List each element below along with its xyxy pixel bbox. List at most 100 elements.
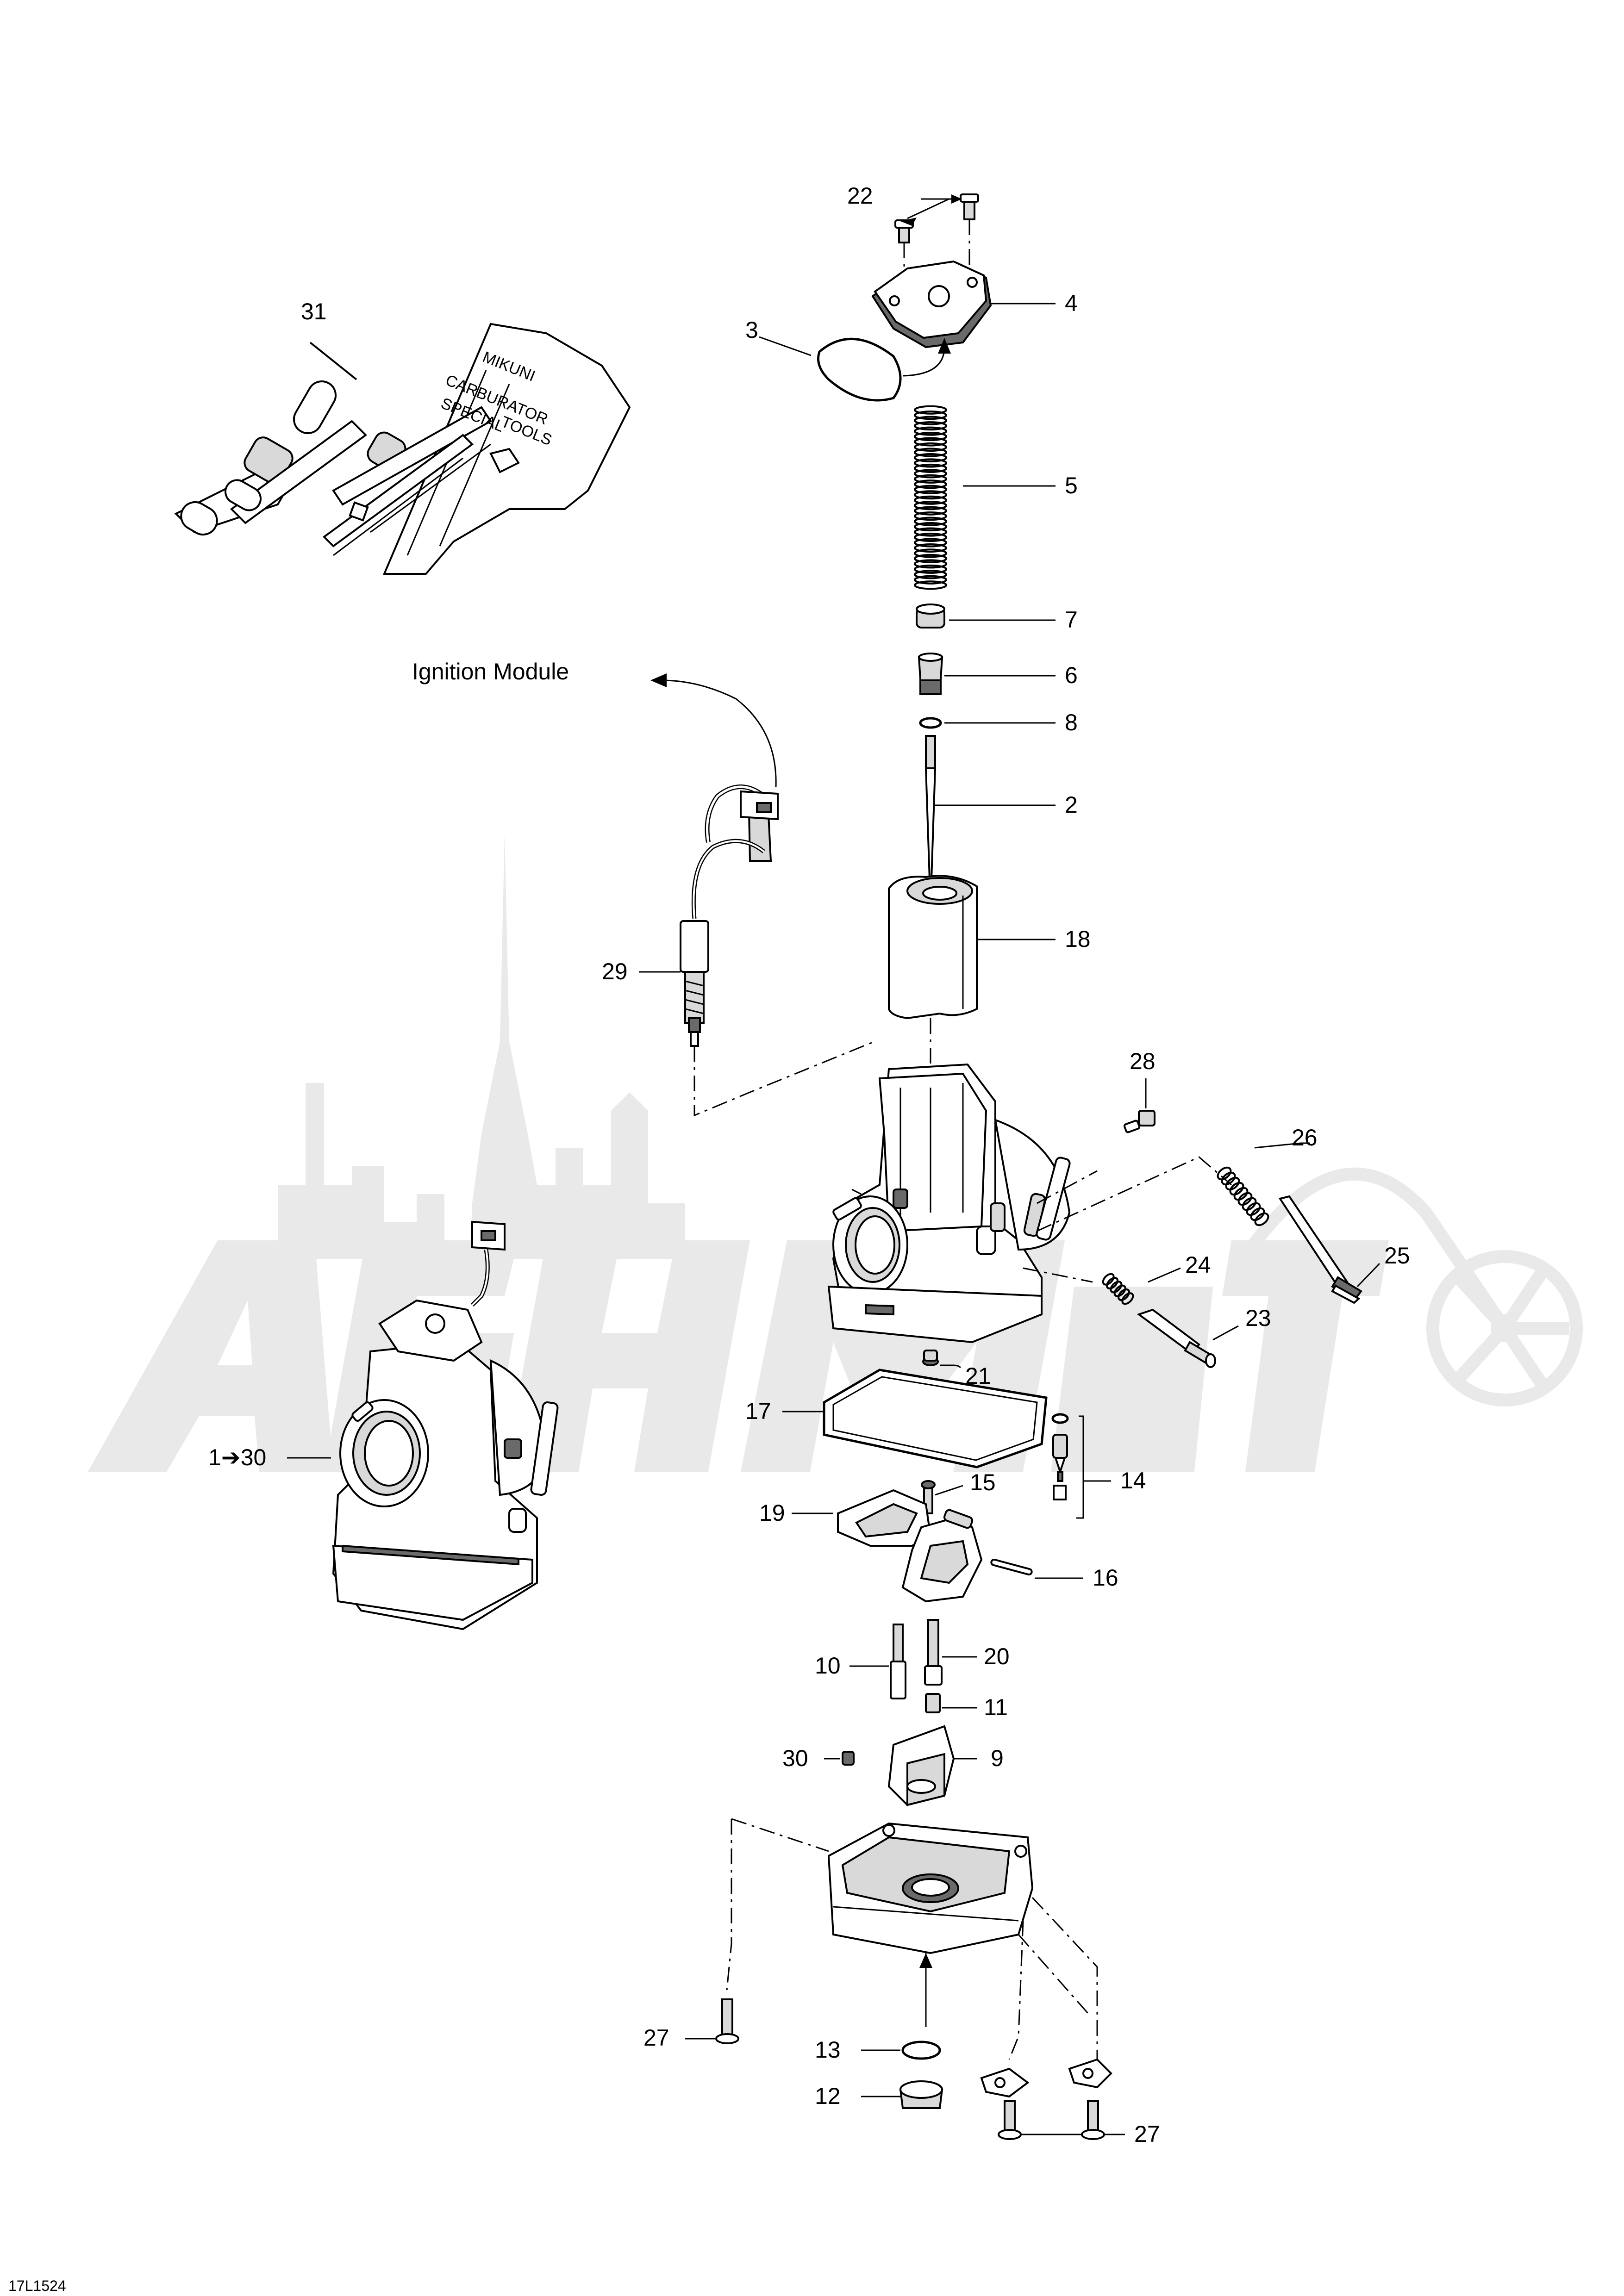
spring-coil	[1102, 1273, 1115, 1286]
spring-coil	[1217, 1166, 1232, 1181]
spring-coil	[1221, 1171, 1236, 1186]
ignition-module-label: Ignition Module	[412, 659, 569, 684]
spring-coil	[914, 543, 947, 553]
spring-coil	[914, 533, 947, 542]
callout-30: 30	[782, 1745, 808, 1771]
callout-4: 4	[1065, 290, 1078, 316]
spring-coil	[914, 564, 947, 574]
callout-7: 7	[1065, 607, 1078, 633]
figure-code: 17L1524	[8, 2277, 66, 2294]
part-12-plug	[861, 2080, 943, 2109]
callout-1-30: 1➔30	[208, 1444, 266, 1470]
callout-8: 8	[1065, 709, 1078, 735]
spring-coil	[914, 405, 947, 415]
callout-12: 12	[815, 2083, 841, 2109]
spring-coil	[914, 442, 947, 452]
callout-27-left: 27	[643, 2025, 669, 2051]
callout-26: 26	[1292, 1125, 1318, 1151]
callout-31: 31	[301, 299, 327, 324]
part-30-screw	[824, 1751, 855, 1766]
part-17-gasket	[782, 1369, 1048, 1468]
spring-coil	[1110, 1281, 1123, 1294]
part-26-spring	[1217, 1142, 1310, 1226]
callout-18: 18	[1065, 926, 1091, 952]
assembled-carburetor	[287, 1220, 559, 1630]
part-9-baffle	[887, 1725, 977, 1806]
spring-coil	[914, 559, 947, 569]
spring-coil	[1254, 1212, 1269, 1226]
spring-coil	[914, 479, 947, 489]
part-31-tool-kit: MIKUNI CARBURATOR SPECIAL TOOLS	[174, 323, 631, 575]
spring-coil	[914, 448, 947, 457]
spring-coil	[914, 516, 947, 526]
spring-coil	[914, 453, 947, 462]
spring-coil	[914, 548, 947, 558]
spring-coil	[914, 570, 947, 579]
callout-3: 3	[745, 317, 758, 343]
part-16-pin	[990, 1558, 1083, 1579]
part-6-needle-holder	[918, 653, 1056, 695]
part-20-jet	[924, 1619, 977, 1686]
part-18-slide	[888, 875, 1056, 1064]
part-14-needle-valve	[1051, 1413, 1111, 1519]
spring-coil	[914, 511, 947, 521]
callout-6: 6	[1065, 662, 1078, 688]
callout-24: 24	[1185, 1252, 1211, 1278]
part-28-screw	[1123, 1078, 1156, 1133]
callout-15: 15	[970, 1469, 996, 1495]
spring-coil	[914, 463, 947, 473]
callout-28: 28	[1130, 1048, 1156, 1074]
spring-coil	[914, 575, 947, 585]
part-11-jet	[925, 1693, 977, 1713]
watermark-logo	[88, 833, 1583, 1472]
part-25-pilot-screw	[1278, 1195, 1380, 1304]
spring-coil	[1229, 1182, 1244, 1196]
spring-coil	[914, 416, 947, 425]
spring-coil	[914, 432, 947, 442]
spring-coil	[914, 458, 947, 468]
callout-14: 14	[1120, 1468, 1146, 1493]
part-7-seat	[916, 604, 1056, 628]
callout-16: 16	[1093, 1565, 1118, 1591]
part-27-screws	[685, 1998, 1125, 2140]
part-5-spring	[914, 405, 1056, 590]
spring-coil	[1250, 1207, 1265, 1221]
spring-coil	[914, 426, 947, 436]
spring-coil	[914, 437, 947, 447]
callout-23: 23	[1245, 1305, 1271, 1331]
spring-coil	[914, 495, 947, 505]
spring-coil	[914, 411, 947, 420]
part-10-jet	[849, 1624, 906, 1699]
spring-coil	[1118, 1288, 1130, 1301]
callout-11: 11	[984, 1694, 1008, 1720]
spring-coil	[914, 538, 947, 548]
float-bowl	[726, 1818, 1098, 2060]
spring-coil	[1106, 1277, 1118, 1289]
callout-labels: 22 4 3 31 5 7 6 8 2 18 29 28 26 25 24 23…	[208, 183, 1410, 2147]
spring-coil	[914, 490, 947, 500]
part-3-gasket	[759, 336, 951, 402]
spring-coil	[1121, 1292, 1134, 1305]
spring-coil	[914, 474, 947, 484]
callout-10: 10	[815, 1653, 841, 1679]
spring-coil	[914, 485, 947, 494]
part-23-screw	[1137, 1308, 1239, 1368]
part-22-screws	[894, 193, 979, 278]
callout-20: 20	[984, 1643, 1010, 1669]
part-29-sensor	[639, 673, 875, 1117]
spring-coil	[1225, 1176, 1240, 1191]
part-13-oring	[861, 2041, 941, 2060]
spring-coil	[914, 506, 947, 516]
spring-coil	[914, 522, 947, 532]
callout-2: 2	[1065, 792, 1078, 818]
callout-13: 13	[815, 2037, 841, 2063]
callout-21: 21	[965, 1363, 991, 1389]
spring-coil	[914, 527, 947, 537]
part-8-clip	[919, 717, 1056, 729]
main-carburetor-body	[827, 1063, 1232, 1344]
part-15-screw	[921, 1480, 963, 1514]
spring-coil	[914, 501, 947, 510]
spring-coil	[914, 580, 947, 590]
callout-29: 29	[602, 958, 628, 984]
